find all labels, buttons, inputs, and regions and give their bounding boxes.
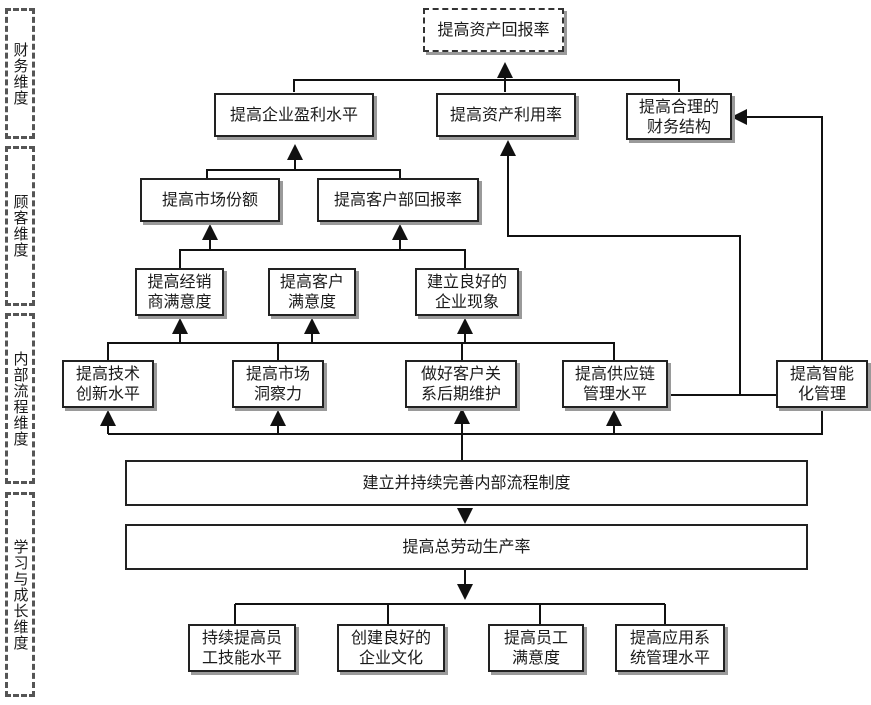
node-profit-level: 提高企业盈利水平 bbox=[214, 93, 374, 137]
dimension-column-customer bbox=[5, 146, 35, 306]
node-staff-satisfaction: 提高员工 满意度 bbox=[488, 624, 584, 672]
node-smart-management: 提高智能 化管理 bbox=[776, 360, 868, 408]
node-staff-skills: 持续提高员 工技能水平 bbox=[188, 624, 296, 672]
dimension-column-internal-process bbox=[5, 313, 35, 484]
node-corporate-culture: 创建良好的 企业文化 bbox=[337, 624, 445, 672]
dimension-label-learning-growth: 学习与成长维度 bbox=[11, 538, 30, 651]
node-process-system: 建立并持续完善内部流程制度 bbox=[125, 460, 808, 506]
dimension-column-finance bbox=[5, 8, 35, 139]
node-market-share: 提高市场份额 bbox=[140, 178, 280, 222]
node-crm-maintenance: 做好客户关 系后期维护 bbox=[405, 360, 517, 408]
node-top-goal: 提高资产回报率 bbox=[423, 8, 564, 52]
node-tech-innovation: 提高技术 创新水平 bbox=[62, 360, 154, 408]
node-customer-return: 提高客户部回报率 bbox=[317, 178, 479, 222]
dimension-label-internal-process: 内部流程维度 bbox=[11, 350, 30, 447]
node-labor-productivity: 提高总劳动生产率 bbox=[125, 524, 808, 570]
node-app-system-management: 提高应用系 统管理水平 bbox=[615, 624, 725, 672]
node-corporate-image: 建立良好的 企业现象 bbox=[415, 268, 519, 316]
node-asset-utilization: 提高资产利用率 bbox=[436, 93, 576, 137]
node-market-insight: 提高市场 洞察力 bbox=[232, 360, 324, 408]
dimension-label-customer: 顾客维度 bbox=[11, 194, 30, 258]
node-financial-structure: 提高合理的 财务结构 bbox=[626, 93, 732, 140]
dimension-label-finance: 财务维度 bbox=[11, 41, 30, 106]
dimension-column-learning-growth bbox=[5, 492, 35, 697]
node-supply-chain: 提高供应链 管理水平 bbox=[562, 360, 668, 408]
node-dealer-satisfaction: 提高经销 商满意度 bbox=[135, 268, 224, 316]
node-customer-satisfaction: 提高客户 满意度 bbox=[268, 268, 356, 316]
